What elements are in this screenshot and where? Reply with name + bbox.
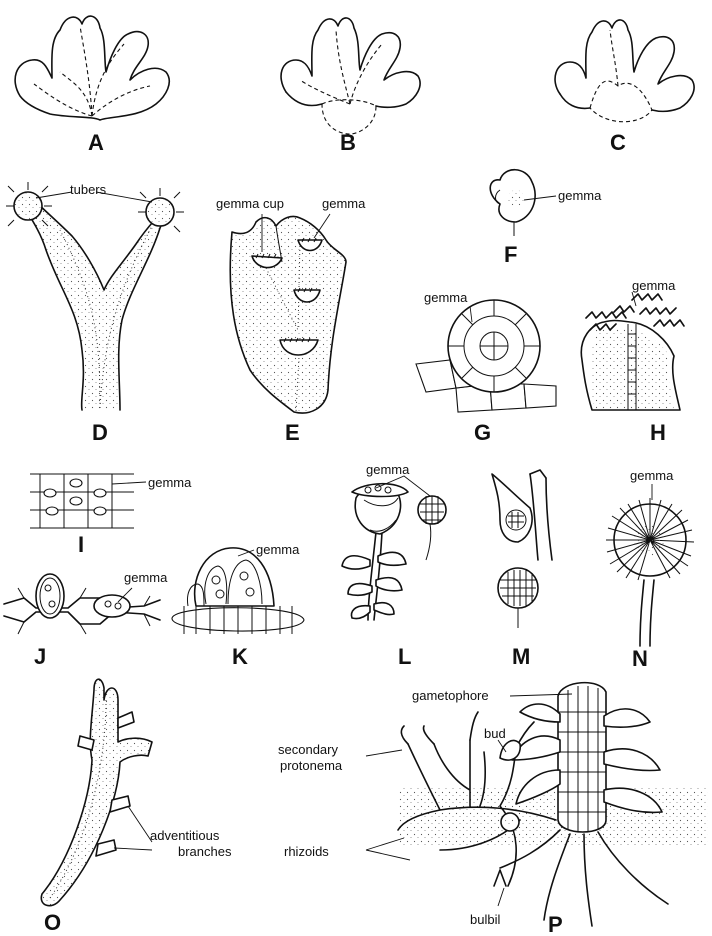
panel-o-label-adventitious: adventitious — [150, 828, 220, 843]
panel-k-letter: K — [232, 644, 248, 669]
panel-g-gemma: gemma G — [416, 290, 556, 445]
panel-j-gemma: gemma J — [4, 570, 168, 669]
panel-e-letter: E — [285, 420, 300, 445]
panel-e-label-gemma: gemma — [322, 196, 366, 211]
panel-c-letter: C — [610, 130, 626, 155]
panel-n-label-gemma: gemma — [630, 468, 674, 483]
panel-c-thallus: C — [555, 20, 694, 155]
panel-b-letter: B — [340, 130, 356, 155]
panel-o-letter: O — [44, 910, 61, 935]
panel-o-label-branches: branches — [178, 844, 232, 859]
panel-p-label-protonema: protonema — [280, 758, 343, 773]
panel-e-gemma-cups: gemma cup gemma E — [216, 196, 366, 445]
panel-o-adventitious-branches: adventitious branches O — [41, 679, 232, 935]
panel-d-letter: D — [92, 420, 108, 445]
panel-e-label-gemma-cup: gemma cup — [216, 196, 284, 211]
panel-i-letter: I — [78, 532, 84, 557]
panel-p-protonema: gametophore bud secondary protonema rhiz… — [278, 683, 708, 936]
panel-p-label-rhizoids: rhizoids — [284, 844, 329, 859]
panel-p-label-gametophore: gametophore — [412, 688, 489, 703]
panel-d-label-tubers: tubers — [70, 182, 107, 197]
panel-p-letter: P — [548, 912, 563, 936]
panel-f-label-gemma: gemma — [558, 188, 602, 203]
panel-k-gemma: gemma K — [172, 542, 304, 669]
panel-f-letter: F — [504, 242, 517, 267]
panel-j-letter: J — [34, 644, 46, 669]
panel-m-letter: M — [512, 644, 530, 669]
panel-n-gemma: gemma N — [606, 468, 694, 671]
panel-a-thallus: A — [15, 16, 169, 155]
panel-i-gemma: gemma I — [30, 474, 192, 557]
panel-l-gemma: gemma L — [342, 462, 446, 669]
panel-l-letter: L — [398, 644, 411, 669]
panel-i-label-gemma: gemma — [148, 475, 192, 490]
panel-g-label-gemma: gemma — [424, 290, 468, 305]
panel-d-tubers: tubers D — [6, 182, 184, 445]
panel-p-label-bud: bud — [484, 726, 506, 741]
panel-f-gemma: gemma F — [490, 170, 602, 267]
panel-h-gemma: gemma H — [581, 278, 684, 445]
panel-m-gemma: M — [492, 470, 552, 669]
panel-p-label-secondary: secondary — [278, 742, 338, 757]
panel-p-label-bulbil: bulbil — [470, 912, 500, 927]
panel-a-letter: A — [88, 130, 104, 155]
panel-g-letter: G — [474, 420, 491, 445]
panel-l-label-gemma: gemma — [366, 462, 410, 477]
panel-n-letter: N — [632, 646, 648, 671]
panel-b-thallus: B — [281, 18, 420, 155]
panel-h-label-gemma: gemma — [632, 278, 676, 293]
panel-h-letter: H — [650, 420, 666, 445]
panel-j-label-gemma: gemma — [124, 570, 168, 585]
panel-k-label-gemma: gemma — [256, 542, 300, 557]
